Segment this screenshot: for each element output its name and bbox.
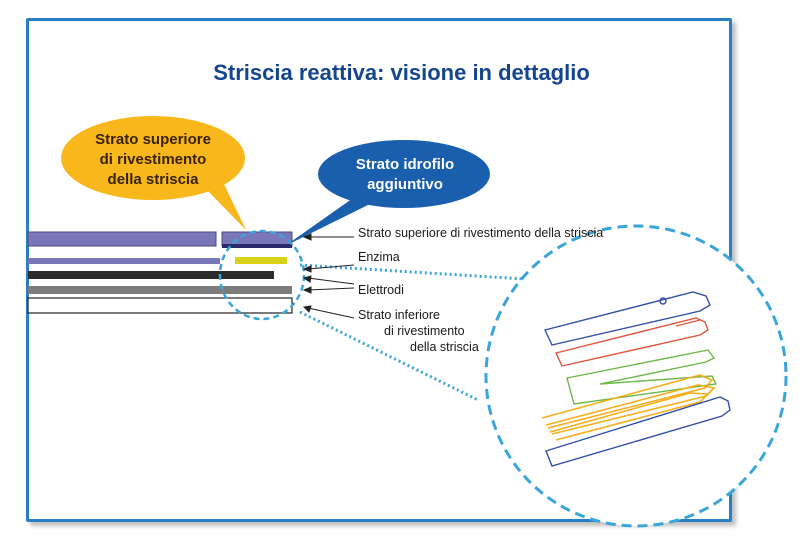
- bottom-coating-layer: [27, 297, 293, 314]
- callout-hydrophilic-text: Strato idrofilo aggiuntivo: [355, 156, 455, 193]
- zoom-source-circle: [218, 229, 306, 321]
- top-coating-layer-right: [221, 231, 293, 247]
- arrow-enzyme: [307, 264, 355, 270]
- exploded-layer-electrodes: [541, 374, 716, 441]
- enzyme-layer: [235, 257, 287, 264]
- callout-top-coating-text: Strato superiore di rivestimento della s…: [95, 131, 211, 188]
- exploded-layer-top: [544, 291, 711, 346]
- zoom-connector-bottom: [299, 310, 479, 402]
- lower-purple-line: [28, 258, 220, 264]
- exploded-layer-hydrophilic: [555, 317, 709, 367]
- electrode-layer-gray: [28, 286, 292, 294]
- label-enzyme: Enzima: [358, 250, 400, 264]
- label-top-coating: Strato superiore di rivestimento della s…: [358, 226, 604, 240]
- zoom-connector-top: [299, 263, 541, 282]
- electrode-layer-dark: [28, 271, 274, 279]
- label-electrodes: Elettrodi: [358, 283, 404, 297]
- hydrophilic-layer: [222, 244, 292, 248]
- label-bottom-coating-line1: Strato inferiore: [358, 308, 440, 322]
- label-bottom-coating-line2: di rivestimento: [384, 324, 465, 338]
- diagram-title: Striscia reattiva: visione in dettaglio: [213, 60, 590, 85]
- callout-top-coating-bubble: [61, 116, 246, 230]
- label-bottom-coating-line3: della striscia: [410, 340, 479, 354]
- arrow-electrode-1: [307, 277, 355, 285]
- arrow-electrode-2: [307, 287, 355, 291]
- exploded-layer-bottom: [545, 396, 731, 467]
- callout-hydrophilic-bubble: [285, 140, 490, 246]
- exploded-layer-spacer: [566, 349, 718, 405]
- top-coating-layer-left: [27, 231, 217, 247]
- arrow-bottom-coating: [307, 307, 355, 319]
